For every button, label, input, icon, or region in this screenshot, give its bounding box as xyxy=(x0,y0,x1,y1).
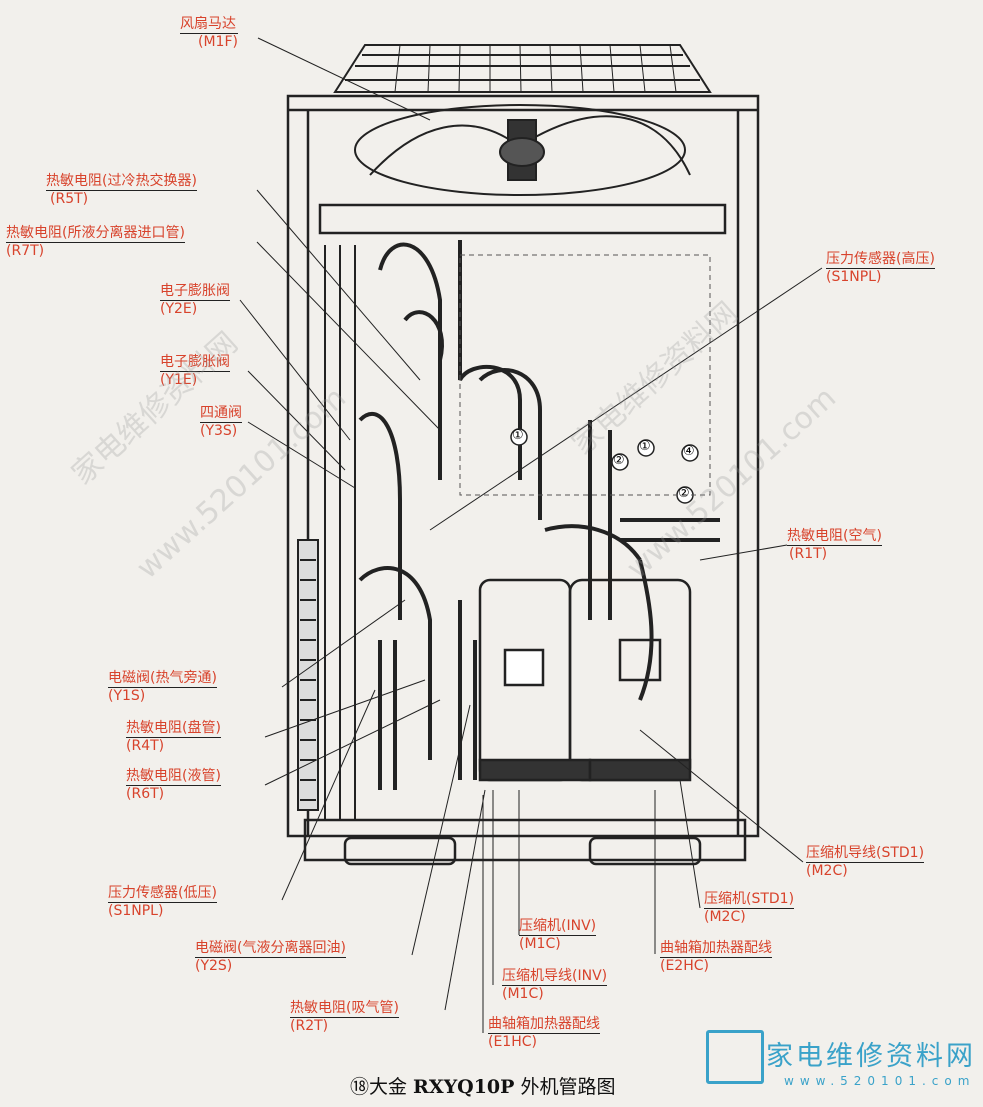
label-y2e: 电子膨胀阀(Y2E) xyxy=(160,283,230,318)
fan-guard xyxy=(333,44,712,93)
label-title: 压力传感器(低压) xyxy=(108,885,217,903)
label-s1npl-high: 压力传感器(高压)(S1NPL) xyxy=(826,251,935,286)
label-r1t: 热敏电阻(空气)(R1T) xyxy=(787,528,882,563)
label-code: (R2T) xyxy=(290,1018,329,1034)
label-title: 压缩机(INV) xyxy=(519,918,597,936)
gauge-number-2: ② xyxy=(613,453,625,468)
label-code: (Y2E) xyxy=(160,301,198,317)
gauge-number-1: ① xyxy=(512,428,524,443)
label-title: 曲轴箱加热器配线 xyxy=(488,1016,600,1034)
caption-model: RXYQ10P xyxy=(413,1076,515,1098)
label-fan-motor: 风扇马达(M1F) xyxy=(180,16,238,51)
label-r2t: 热敏电阻(吸气管)(R2T) xyxy=(290,1000,399,1035)
book-icon xyxy=(706,1030,764,1084)
label-y3s: 四通阀(Y3S) xyxy=(200,405,242,440)
cabinet-frame xyxy=(286,94,760,866)
label-title: 风扇马达 xyxy=(180,16,238,34)
label-code: (M1F) xyxy=(198,34,238,50)
label-title: 电子膨胀阀 xyxy=(160,354,230,372)
site-logo: 家电维修资料网 www.520101.com xyxy=(706,1030,976,1100)
label-title: 热敏电阻(盘管) xyxy=(126,720,221,738)
label-code: (M2C) xyxy=(704,909,746,925)
label-code: (Y3S) xyxy=(200,423,238,439)
label-code: (Y1S) xyxy=(108,688,146,704)
label-e1hc: 曲轴箱加热器配线(E1HC) xyxy=(488,1016,600,1051)
label-title: 热敏电阻(吸气管) xyxy=(290,1000,399,1018)
label-title: 压缩机(STD1) xyxy=(704,891,795,909)
label-title: 曲轴箱加热器配线 xyxy=(660,940,772,958)
label-title: 电磁阀(热气旁通) xyxy=(108,670,217,688)
label-r5t: 热敏电阻(过冷热交换器)(R5T) xyxy=(46,173,197,208)
heat-exchanger-coil xyxy=(297,245,356,820)
label-title: 压缩机导线(STD1) xyxy=(806,845,925,863)
label-inv-wire: 压缩机导线(INV)(M1C) xyxy=(502,968,608,1003)
label-r6t: 热敏电阻(液管)(R6T) xyxy=(126,768,221,803)
label-code: (S1NPL) xyxy=(826,269,882,285)
label-code: (E2HC) xyxy=(660,958,709,974)
label-code: (R1T) xyxy=(789,546,828,562)
refrigerant-piping xyxy=(358,240,720,790)
label-std1: 压缩机(STD1)(M2C) xyxy=(704,891,795,926)
label-s1npl-low: 压力传感器(低压)(S1NPL) xyxy=(108,885,217,920)
label-code: (R7T) xyxy=(6,243,45,259)
label-code: (S1NPL) xyxy=(108,903,164,919)
label-code: (M1C) xyxy=(502,986,544,1002)
label-title: 电子膨胀阀 xyxy=(160,283,230,301)
label-title: 热敏电阻(过冷热交换器) xyxy=(46,173,197,191)
label-std1-wire: 压缩机导线(STD1)(M2C) xyxy=(806,845,925,880)
label-title: 热敏电阻(所液分离器进口管) xyxy=(6,225,185,243)
label-r4t: 热敏电阻(盘管)(R4T) xyxy=(126,720,221,755)
label-code: (E1HC) xyxy=(488,1034,537,1050)
label-title: 热敏电阻(空气) xyxy=(787,528,882,546)
fan-motor xyxy=(354,104,691,196)
label-y2s: 电磁阀(气液分离器回油)(Y2S) xyxy=(195,940,346,975)
label-code: (R6T) xyxy=(126,786,165,802)
gauge-number-4: ② xyxy=(678,486,690,501)
figure-caption: ⑱大金 RXYQ10P 外机管路图 xyxy=(350,1072,615,1099)
logo-text: 家电维修资料网 xyxy=(766,1041,976,1072)
label-code: (M2C) xyxy=(806,863,848,879)
label-title: 四通阀 xyxy=(200,405,242,423)
label-y1s: 电磁阀(热气旁通)(Y1S) xyxy=(108,670,217,705)
label-code: (Y2S) xyxy=(195,958,233,974)
label-inv: 压缩机(INV)(M1C) xyxy=(519,918,597,953)
label-y1e: 电子膨胀阀(Y1E) xyxy=(160,354,230,389)
label-title: 热敏电阻(液管) xyxy=(126,768,221,786)
label-title: 压力传感器(高压) xyxy=(826,251,935,269)
gauge-number-5: ④ xyxy=(683,444,695,459)
caption-prefix: ⑱大金 xyxy=(350,1076,414,1098)
leader-lines xyxy=(239,37,823,1033)
caption-suffix: 外机管路图 xyxy=(514,1076,616,1098)
logo-url: www.520101.com xyxy=(784,1074,976,1088)
label-code: (M1C) xyxy=(519,936,561,952)
component-envelope xyxy=(459,254,711,496)
gauge-number-3: ① xyxy=(639,439,651,454)
label-code: (R4T) xyxy=(126,738,165,754)
label-title: 压缩机导线(INV) xyxy=(502,968,608,986)
label-title: 电磁阀(气液分离器回油) xyxy=(195,940,346,958)
compressors xyxy=(478,578,692,782)
label-code: (R5T) xyxy=(50,191,89,207)
label-r7t: 热敏电阻(所液分离器进口管)(R7T) xyxy=(6,225,185,260)
label-code: (Y1E) xyxy=(160,372,198,388)
label-e2hc: 曲轴箱加热器配线(E2HC) xyxy=(660,940,772,975)
